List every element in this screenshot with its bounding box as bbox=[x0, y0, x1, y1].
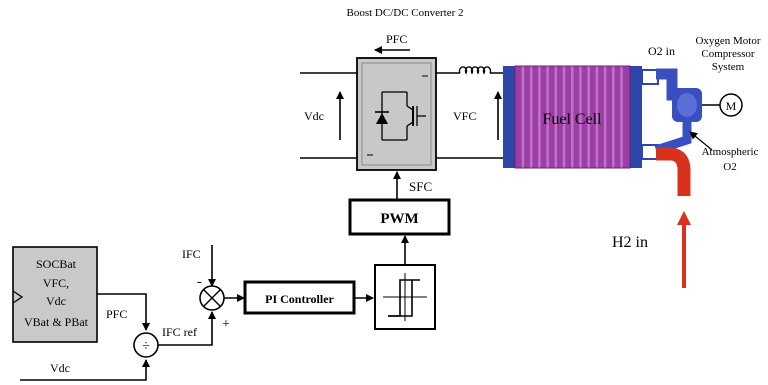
soc-measurement-block: SOCBat VFC, Vdc VBat & PBat bbox=[12, 246, 98, 343]
soc-line-2: VFC, bbox=[43, 276, 69, 290]
hydrogen-label: H2 in bbox=[612, 234, 648, 251]
minus-sign: - bbox=[197, 274, 202, 290]
atmospheric-arrow bbox=[689, 131, 713, 151]
ifc-label: IFC bbox=[182, 247, 201, 261]
vdc-signal-wire bbox=[20, 359, 150, 381]
fuel-cell-label: Fuel Cell bbox=[542, 111, 602, 128]
fuel-cell-stack: Fuel Cell bbox=[503, 65, 642, 169]
pwm-block: PWM bbox=[348, 198, 451, 236]
pwm-label: PWM bbox=[380, 211, 418, 227]
soc-line-4: VBat & PBat bbox=[24, 315, 89, 329]
converter-title: Boost DC/DC Converter 2 bbox=[346, 7, 463, 19]
soc-line-3: Vdc bbox=[46, 294, 66, 308]
air-supply-system: M O2 in Oxygen Motor Compressor System A… bbox=[641, 35, 761, 173]
soc-line-1: SOCBat bbox=[36, 257, 77, 271]
system-label-line-2: Compressor bbox=[701, 48, 755, 60]
igbt-diode-icon bbox=[375, 91, 426, 141]
atmospheric-label-line-1: Atmospheric bbox=[702, 146, 759, 158]
inductor-icon bbox=[458, 66, 492, 75]
o2-in-label: O2 in bbox=[648, 44, 675, 58]
plus-sign: + bbox=[222, 317, 230, 332]
pfc-signal-wire bbox=[97, 293, 150, 331]
motor-icon bbox=[719, 93, 743, 117]
hydrogen-supply: H2 in bbox=[612, 147, 691, 288]
dc-bus bbox=[300, 66, 512, 159]
pfc-signal-label: PFC bbox=[106, 307, 127, 321]
hysteresis-block bbox=[374, 264, 436, 330]
sfc-label: SFC bbox=[409, 179, 432, 194]
system-label-line-1: Oxygen Motor bbox=[695, 35, 760, 47]
atmospheric-label-line-2: O2 bbox=[723, 161, 736, 173]
pfc-top-label: PFC bbox=[386, 32, 407, 46]
divider-symbol: ÷ bbox=[142, 339, 150, 354]
pi-controller-block: PI Controller bbox=[243, 280, 356, 315]
vdc-signal-label: Vdc bbox=[50, 361, 70, 375]
system-label-line-3: System bbox=[712, 61, 745, 73]
ifc-ref-label: IFC ref bbox=[162, 325, 197, 339]
pi-controller-label: PI Controller bbox=[265, 292, 334, 306]
boost-converter-block bbox=[356, 57, 437, 171]
ifc-ref-wire bbox=[158, 311, 216, 346]
vfc-label: VFC bbox=[453, 109, 476, 123]
motor-label: M bbox=[726, 99, 737, 113]
vdc-label: Vdc bbox=[304, 109, 324, 123]
